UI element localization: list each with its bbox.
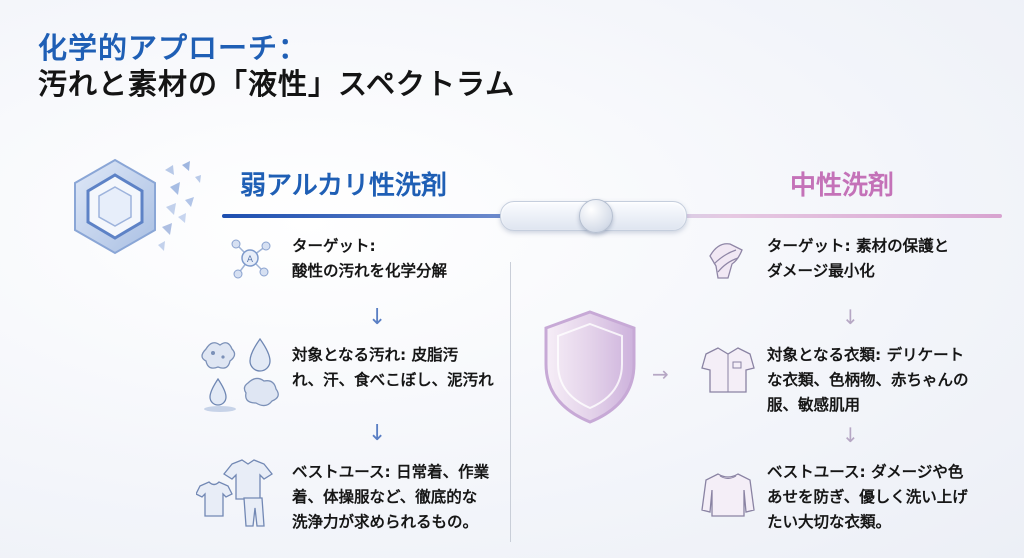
- neutral-best-use: ベストユース: ダメージや色 あせを防ぎ、優しく洗い上げ たい大切な衣類。: [767, 460, 968, 534]
- alkaline-best-use: ベストユース: 日常着、作業 着、体操服など、徹底的な 洗浄力が求められるもの。: [292, 460, 489, 534]
- neutral-best-line-2: あせを防ぎ、優しく洗い上げ: [767, 487, 968, 506]
- neutral-heading: 中性洗剤: [790, 171, 895, 201]
- alkaline-target-line-1: ターゲット:: [292, 237, 376, 255]
- neutral-clothes-line-3: 服、敏感肌用: [767, 395, 861, 414]
- alkaline-target: ターゲット: 酸性の汚れを化学分解: [292, 234, 447, 284]
- alkaline-best-line-1: ベストユース: 日常着、作業: [292, 463, 490, 481]
- svg-text:A: A: [247, 255, 254, 265]
- alkaline-stains: 対象となる汚れ: 皮脂汚 れ、汗、食べこぼし、泥汚れ: [292, 343, 494, 393]
- alkaline-stains-line-2: れ、汗、食べこぼし、泥汚れ: [292, 370, 494, 389]
- down-arrow-icon: ↓: [842, 423, 859, 447]
- neutral-target-line-2: ダメージ最小化: [767, 261, 875, 280]
- molecule-icon: A: [231, 239, 271, 279]
- center-divider: [510, 262, 511, 542]
- right-arrow-icon: →: [652, 362, 669, 386]
- shirt-icon: [701, 347, 755, 393]
- hexagon-shatter-icon: [74, 158, 201, 255]
- down-arrow-icon: ↓: [368, 421, 387, 446]
- neutral-clothes-line-1: 対象となる衣類: デリケート: [767, 346, 965, 364]
- alkaline-best-line-3: 洗浄力が求められるもの。: [292, 512, 479, 531]
- neutral-best-line-3: たい大切な衣類。: [767, 512, 892, 531]
- shield-icon: [544, 310, 636, 424]
- title-line-1: 化学的アプローチ：: [38, 31, 309, 65]
- spectrum-slider-knob: [579, 199, 613, 233]
- tshirt-pants-icon: [196, 459, 273, 527]
- alkaline-stains-line-1: 対象となる汚れ: 皮脂汚: [292, 346, 459, 364]
- sweater-icon: [701, 473, 755, 517]
- alkaline-best-line-2: 着、体操服など、徹底的な: [292, 487, 478, 506]
- alkaline-target-line-2: 酸性の汚れを化学分解: [292, 261, 448, 280]
- page-title: 化学的アプローチ： 汚れと素材の「液性」スペクトラム: [38, 30, 515, 103]
- neutral-target: ターゲット: 素材の保護と ダメージ最小化: [767, 234, 949, 284]
- fabric-hand-icon: [709, 243, 743, 279]
- neutral-target-line-1: ターゲット: 素材の保護と: [767, 237, 950, 255]
- title-line-2: 汚れと素材の「液性」スペクトラム: [38, 67, 516, 102]
- neutral-best-line-1: ベストユース: ダメージや色: [767, 463, 964, 481]
- alkaline-heading: 弱アルカリ性洗剤: [240, 171, 447, 201]
- neutral-clothes-line-2: な衣類、色柄物、赤ちゃんの: [767, 370, 969, 389]
- neutral-clothes: 対象となる衣類: デリケート な衣類、色柄物、赤ちゃんの 服、敏感肌用: [767, 343, 969, 417]
- stain-droplets-icon: [201, 337, 279, 412]
- down-arrow-icon: ↓: [842, 305, 859, 329]
- down-arrow-icon: ↓: [368, 305, 387, 330]
